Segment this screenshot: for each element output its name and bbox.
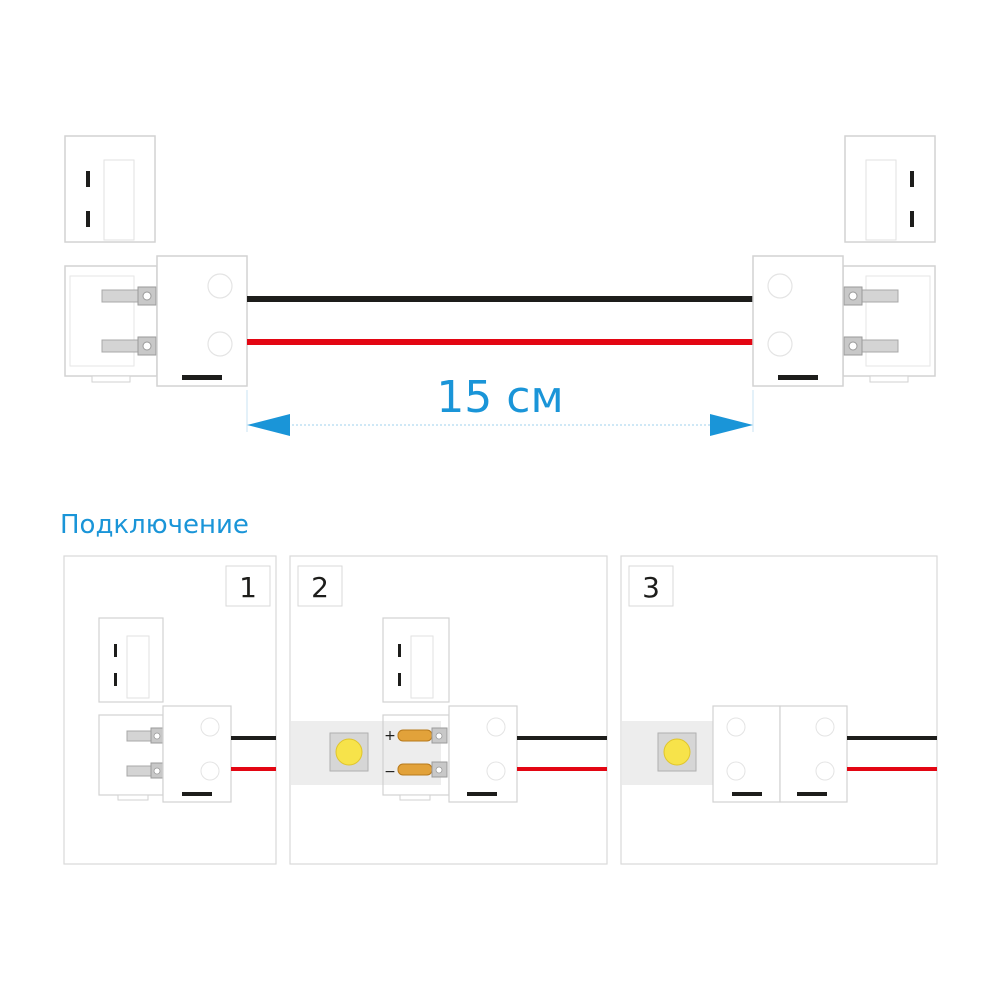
- step-3-number-box: [628, 565, 674, 607]
- step-2-housing-screw: [486, 761, 506, 781]
- left-clip-top-window: [103, 159, 135, 241]
- left-pin-hole-top: [142, 291, 152, 301]
- right-clip-contact-mark: [910, 211, 914, 227]
- step-3-clip-closed: [712, 705, 781, 803]
- left-connector: [64, 135, 248, 387]
- step-2-housing-slot: [467, 792, 497, 796]
- right-housing-slot: [778, 375, 818, 380]
- step-2-housing: [448, 705, 518, 803]
- step-3-led-light: [663, 738, 691, 766]
- step-2-pin-hole: [435, 732, 443, 740]
- step-2-plus-label: +: [384, 728, 396, 744]
- step-1-pin-hole: [153, 732, 161, 740]
- step-2-gold-contact-top: [397, 729, 433, 742]
- cable-assembly: [64, 135, 936, 387]
- right-pin-bottom: [859, 339, 899, 353]
- left-pin-hole-bottom: [142, 341, 152, 351]
- right-pin-hole-bottom: [848, 341, 858, 351]
- step-1-clip-top-window: [126, 635, 150, 699]
- left-clip-contact-mark: [86, 171, 90, 187]
- step-1-contact-mark: [114, 644, 117, 657]
- left-housing-slot: [182, 375, 222, 380]
- step-1-contact-mark: [114, 673, 117, 686]
- step-3-clip-screw: [726, 761, 746, 781]
- step-1-clip-bottom: [98, 714, 164, 796]
- dimension-arrow-right: [710, 414, 753, 436]
- section-title: Подключение: [60, 510, 249, 540]
- left-clip-foot: [91, 375, 131, 383]
- step-1-housing-screw: [200, 717, 220, 737]
- length-label: 15 см: [436, 372, 563, 423]
- step-1-clip-foot: [117, 794, 149, 801]
- left-housing-screw: [207, 273, 233, 299]
- step-1-number-box: [225, 565, 271, 607]
- step-1-housing-screw: [200, 761, 220, 781]
- step-1-pin-bottom: [126, 765, 154, 777]
- step-2-number: 2: [311, 571, 329, 604]
- step-2-clip-top-window: [410, 635, 434, 699]
- right-clip-contact-mark: [910, 171, 914, 187]
- step-2-minus-label: −: [384, 764, 396, 780]
- left-housing: [156, 255, 248, 387]
- step-3-housing-screw: [815, 717, 835, 737]
- step-2-number-box: [297, 565, 343, 607]
- step-2-gold-contact-bottom: [397, 763, 433, 776]
- right-pin-top: [859, 289, 899, 303]
- step-1-panel: 1: [63, 555, 277, 865]
- left-pin-top: [101, 289, 141, 303]
- step-3-clip-slot: [732, 792, 762, 796]
- step-3-housing-slot: [797, 792, 827, 796]
- right-clip-foot: [869, 375, 909, 383]
- step-2-pin-hole: [435, 766, 443, 774]
- step-2-clip-foot: [399, 794, 431, 801]
- right-housing-screw: [767, 273, 793, 299]
- step-2-housing-screw: [486, 717, 506, 737]
- left-housing-screw: [207, 331, 233, 357]
- step-3-panel: 3: [620, 555, 938, 865]
- dimension-arrow-left: [247, 414, 290, 436]
- step-2-panel: 2 + −: [289, 555, 608, 865]
- step-2-contact-mark: [398, 644, 401, 657]
- left-pin-bottom: [101, 339, 141, 353]
- step-1-housing-slot: [182, 792, 212, 796]
- step-1-housing: [162, 705, 232, 803]
- left-clip-contact-mark: [86, 211, 90, 227]
- step-1-number: 1: [239, 571, 257, 604]
- step-3-housing-screw: [815, 761, 835, 781]
- right-clip-top-window: [865, 159, 897, 241]
- right-connector: [752, 135, 936, 387]
- step-2-contact-mark: [398, 673, 401, 686]
- right-housing-screw: [767, 331, 793, 357]
- step-1-pin-hole: [153, 767, 161, 775]
- step-3-clip-screw: [726, 717, 746, 737]
- step-2-led-light: [335, 738, 363, 766]
- step-1-pin-top: [126, 730, 154, 742]
- right-housing: [752, 255, 844, 387]
- step-3-housing: [779, 705, 848, 803]
- length-dimension: 15 см: [246, 372, 754, 436]
- right-pin-hole-top: [848, 291, 858, 301]
- step-3-number: 3: [642, 571, 660, 604]
